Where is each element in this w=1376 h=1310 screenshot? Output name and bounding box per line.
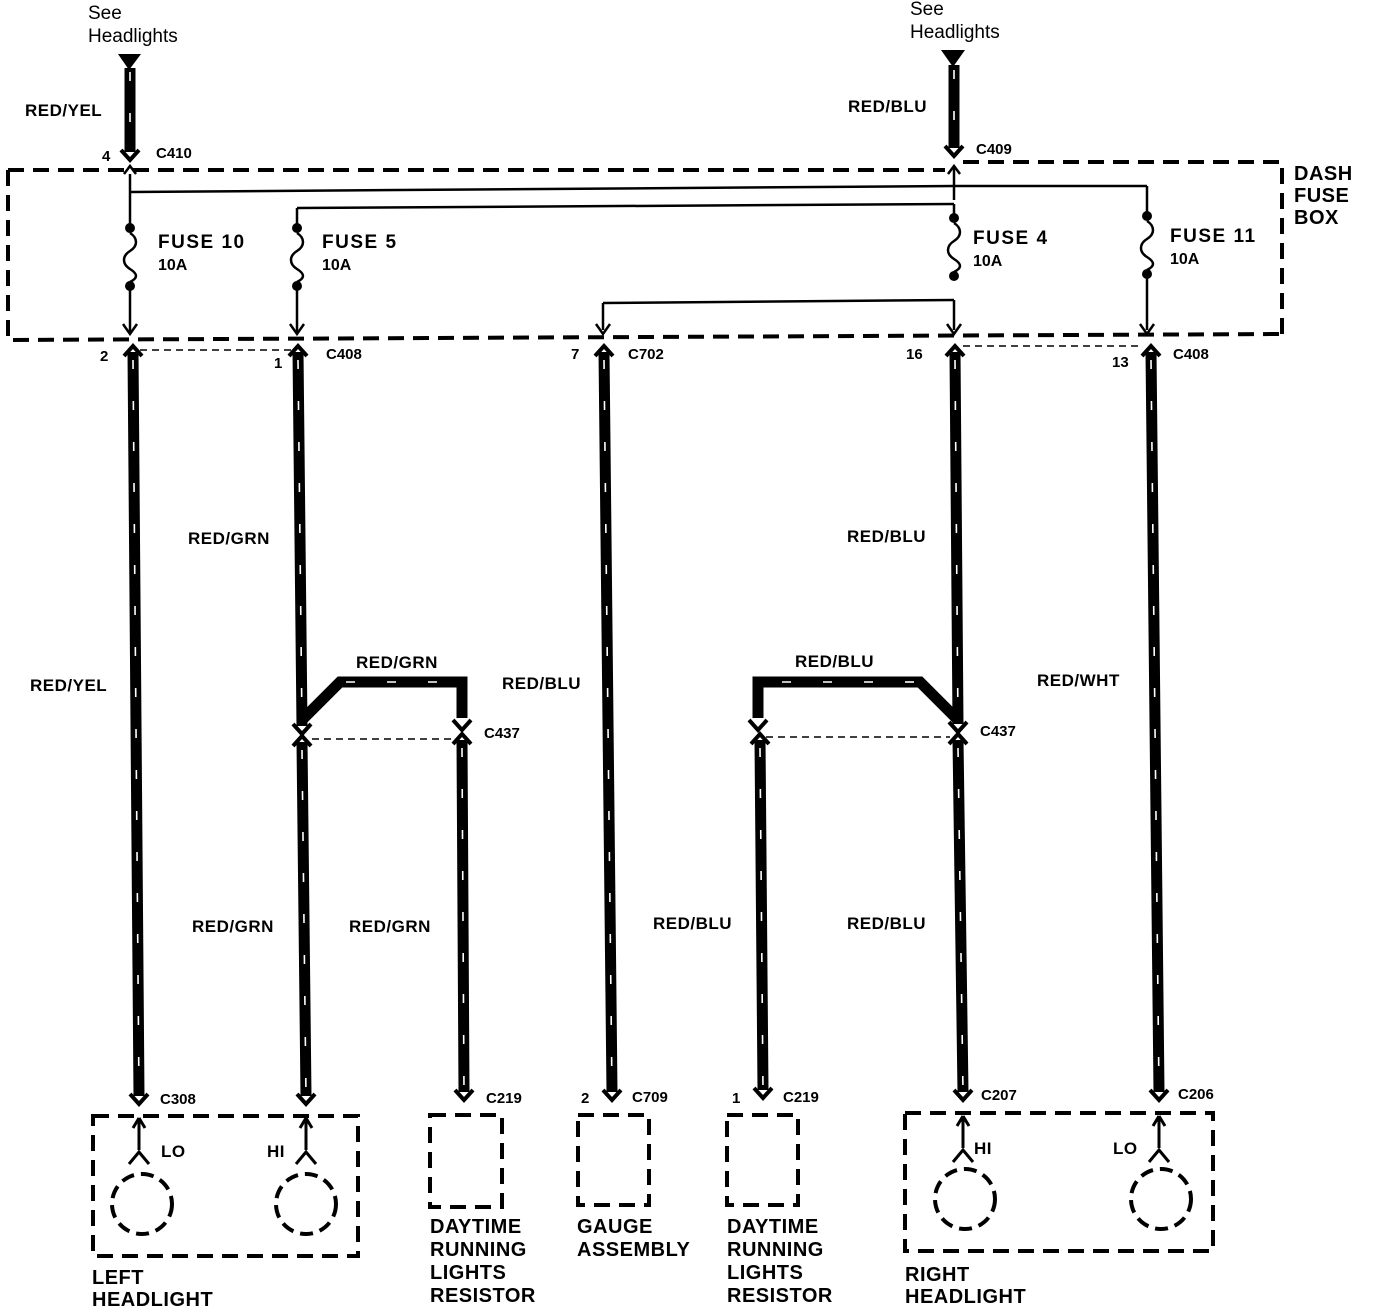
component-label: LEFT bbox=[92, 1267, 144, 1289]
drl-resistor-left: DAYTIME RUNNING LIGHTS RESISTOR bbox=[428, 1113, 536, 1307]
component-label: HEADLIGHT bbox=[92, 1289, 213, 1310]
wire-label: RED/YEL bbox=[30, 676, 107, 695]
connector-label: C702 bbox=[628, 346, 664, 363]
component-label: GAUGE bbox=[577, 1216, 653, 1238]
component-label: ASSEMBLY bbox=[577, 1239, 690, 1261]
connector-label: C408 bbox=[1173, 346, 1209, 363]
wire-label: RED/GRN bbox=[349, 917, 431, 936]
fuse-rating: 10A bbox=[322, 257, 352, 274]
component-label: RESISTOR bbox=[727, 1285, 833, 1307]
pin-label: 16 bbox=[906, 346, 923, 363]
wire-red-blu-gauge: RED/BLU 2 C709 bbox=[502, 344, 668, 1107]
fuse-rating: 10A bbox=[158, 257, 188, 274]
fuse-rating: 10A bbox=[1170, 251, 1200, 268]
bulb-icon bbox=[933, 1167, 997, 1231]
component-label: DAYTIME bbox=[430, 1216, 522, 1238]
connector-label: C409 bbox=[976, 141, 1012, 158]
bulb-icon bbox=[274, 1172, 338, 1236]
pin-label: 1 bbox=[732, 1090, 740, 1107]
see-headlights-left: See Headlights bbox=[88, 3, 178, 70]
fuse-11: FUSE 11 10A bbox=[1138, 209, 1257, 336]
component-label: LIGHTS bbox=[430, 1262, 506, 1284]
wire-red-blu-fuse4: RED/BLU RED/BLU C437 RED/BLU RED/BLU 1 C… bbox=[653, 344, 1017, 1107]
component-label: HEADLIGHT bbox=[905, 1286, 1026, 1308]
wire-red-grn-fuse5: RED/GRN RED/GRN C437 RED/GRN RED/GRN C21… bbox=[188, 344, 522, 1107]
fuse-box-title: BOX bbox=[1294, 207, 1339, 229]
wire-red-yel-left: RED/YEL C308 bbox=[30, 344, 196, 1108]
connector-label: C308 bbox=[160, 1091, 196, 1108]
pin-label: 2 bbox=[100, 348, 108, 365]
wire-label: RED/GRN bbox=[192, 917, 274, 936]
see-text: Headlights bbox=[88, 26, 178, 47]
filament-label: HI bbox=[267, 1142, 285, 1161]
fuse-name: FUSE 4 bbox=[973, 228, 1049, 249]
drl-resistor-right: DAYTIME RUNNING LIGHTS RESISTOR bbox=[725, 1113, 833, 1307]
component-label: RUNNING bbox=[727, 1239, 824, 1261]
wire-label: RED/BLU bbox=[795, 652, 874, 671]
arrow-down-icon bbox=[941, 50, 965, 67]
connector-label: C437 bbox=[484, 725, 520, 742]
wire-top-right: RED/BLU C409 bbox=[848, 65, 1012, 158]
wire-label: RED/WHT bbox=[1037, 671, 1120, 690]
pin-label: 2 bbox=[581, 1090, 589, 1107]
connector-label: C219 bbox=[783, 1089, 819, 1106]
filament-label: HI bbox=[974, 1139, 992, 1158]
component-label: RIGHT bbox=[905, 1264, 970, 1286]
see-text: Headlights bbox=[910, 22, 1000, 43]
component-label: DAYTIME bbox=[727, 1216, 819, 1238]
connector-label: C207 bbox=[981, 1087, 1017, 1104]
wire-label: RED/BLU bbox=[847, 914, 926, 933]
pin-label: 1 bbox=[274, 355, 282, 372]
connector-label: C408 bbox=[326, 346, 362, 363]
left-headlight: LO HI LEFT HEADLIGHT bbox=[91, 1114, 360, 1310]
pin-label: 4 bbox=[102, 148, 111, 165]
fuse-name: FUSE 10 bbox=[158, 232, 246, 253]
wire-label: RED/BLU bbox=[502, 674, 581, 693]
filament-label: LO bbox=[161, 1142, 186, 1161]
component-label: RUNNING bbox=[430, 1239, 527, 1261]
fuse-5: FUSE 5 10A bbox=[288, 221, 398, 336]
wire-label: RED/GRN bbox=[188, 529, 270, 548]
see-text: See bbox=[88, 3, 122, 24]
wire-label: RED/BLU bbox=[653, 914, 732, 933]
connector-label: C219 bbox=[486, 1090, 522, 1107]
wire-red-wht-fuse11: RED/WHT C206 bbox=[1037, 344, 1214, 1103]
pin-label: 13 bbox=[1112, 354, 1129, 371]
wire-top-left: RED/YEL 4 C410 bbox=[25, 68, 192, 165]
fuse-10: FUSE 10 10A bbox=[121, 221, 246, 336]
arrow-down-icon bbox=[118, 54, 141, 70]
pin-label: 7 bbox=[571, 346, 579, 363]
see-text: See bbox=[910, 0, 944, 20]
wire-label: RED/YEL bbox=[25, 101, 102, 120]
see-headlights-right: See Headlights bbox=[910, 0, 1000, 67]
fuse-box-title: FUSE bbox=[1294, 185, 1349, 207]
fuse-4: FUSE 4 10A bbox=[945, 211, 1049, 336]
gauge-assembly: GAUGE ASSEMBLY bbox=[576, 1113, 690, 1261]
component-label: RESISTOR bbox=[430, 1285, 536, 1307]
fuse-name: FUSE 11 bbox=[1170, 226, 1257, 247]
connector-label: C410 bbox=[156, 145, 192, 162]
wire-label: RED/BLU bbox=[847, 527, 926, 546]
connector-label: C437 bbox=[980, 723, 1016, 740]
bulb-icon bbox=[1129, 1167, 1193, 1231]
dash-fuse-box: DASH FUSE BOX FUSE 10 10A bbox=[6, 160, 1353, 343]
bulb-icon bbox=[110, 1172, 174, 1236]
fuse-box-title: DASH bbox=[1294, 163, 1353, 185]
component-label: LIGHTS bbox=[727, 1262, 803, 1284]
connector-label: C206 bbox=[1178, 1086, 1214, 1103]
fuse-rating: 10A bbox=[973, 253, 1003, 270]
filament-label: LO bbox=[1113, 1139, 1138, 1158]
right-headlight: HI LO RIGHT HEADLIGHT bbox=[903, 1111, 1215, 1308]
wire-label: RED/BLU bbox=[848, 97, 927, 116]
connector-label: C709 bbox=[632, 1089, 668, 1106]
fuse-name: FUSE 5 bbox=[322, 232, 398, 253]
wire-label: RED/GRN bbox=[356, 653, 438, 672]
